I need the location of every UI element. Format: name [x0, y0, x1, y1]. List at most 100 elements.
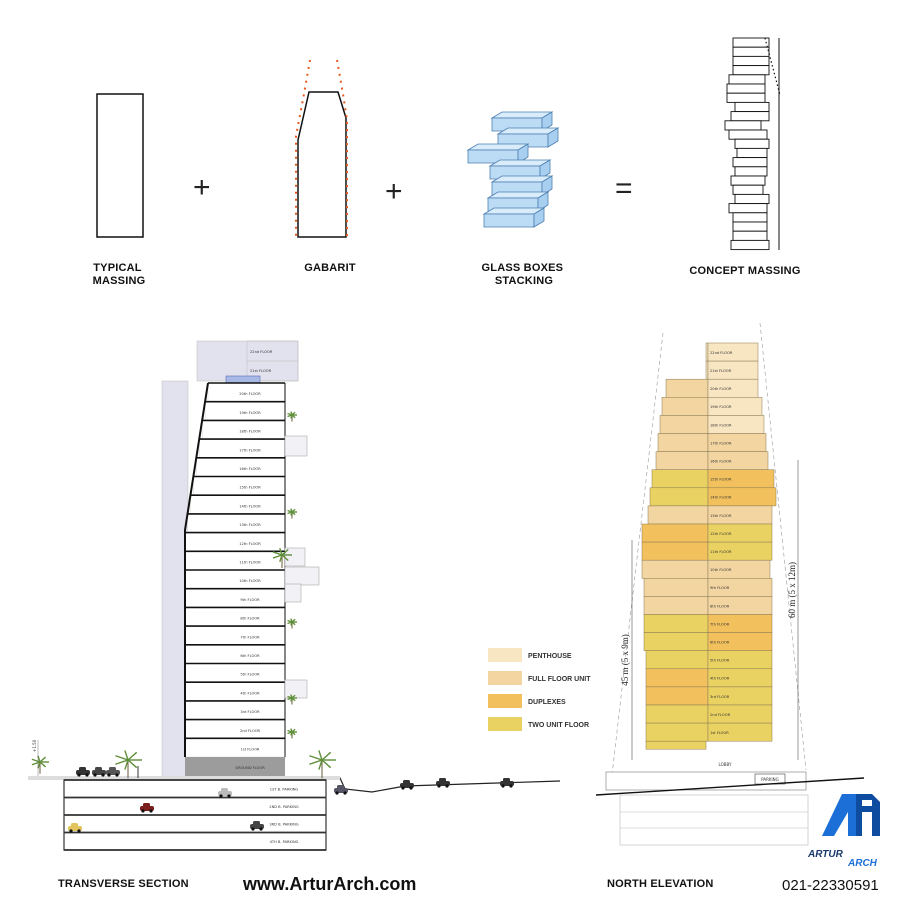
concept-massing-box [728, 203, 768, 214]
section-floor [184, 551, 286, 571]
elevation-floor-label: 6th FLOOR [710, 640, 730, 644]
section-floor-label: 5th FLOOR [240, 673, 260, 677]
elevation-floor-label: 4th FLOOR [710, 677, 730, 681]
elevation-floor-label: 17th FLOOR [710, 441, 732, 445]
section-floor [184, 719, 286, 739]
concept-massing-box [732, 157, 768, 168]
caption-typical-massing: TYPICAL MASSING [93, 262, 146, 287]
legend-label: PENTHOUSE [528, 653, 572, 660]
operator-plus-2: + [385, 175, 403, 208]
section-floor-label: 4th FLOOR [240, 691, 260, 695]
section-floor [184, 588, 286, 608]
concept-massing-box [728, 74, 766, 85]
section-upper-label-21: 21st FLOOR [250, 369, 272, 373]
legend-swatch [488, 694, 522, 708]
elevation-gabarit-right [759, 322, 807, 771]
car-icon [68, 823, 82, 833]
elevation-floor-label: 15th FLOOR [710, 478, 732, 482]
section-floor-label: 20th FLOOR [239, 392, 261, 396]
car-icon [250, 821, 264, 831]
caption-glass-boxes: GLASS BOXES STACKING [482, 262, 567, 287]
section-upper-label-22: 22nd FLOOR [250, 350, 273, 354]
concept-massing-box [732, 212, 768, 223]
elevation-unit-left [649, 487, 709, 507]
parking-level-label: 1ST B. PARKING [270, 788, 299, 792]
legend-swatch [488, 717, 522, 731]
section-glass-box [284, 566, 320, 586]
section-floor-label: 13th FLOOR [239, 523, 261, 527]
elevation-unit-left [643, 614, 709, 633]
section-trees [31, 411, 336, 779]
elevation-floor-label: 2nd FLOOR [710, 713, 731, 717]
tree-icon [272, 547, 292, 568]
elevation-unit-left [705, 342, 709, 362]
elevation-floor-label: 13th FLOOR [710, 514, 732, 518]
elevation-unit-left [643, 578, 709, 597]
section-level-mark: +1.50 [32, 739, 37, 752]
section-floor [184, 607, 286, 627]
legend-swatch [488, 648, 522, 662]
elevation-base-unit [645, 740, 707, 750]
car-icon [76, 767, 90, 777]
car-icon [140, 803, 154, 813]
section-floor-label: 6th FLOOR [240, 654, 260, 658]
section-ground-floor [185, 757, 285, 778]
elevation-parking-label: PARKING [761, 777, 779, 782]
elevation-unit-left [645, 650, 709, 670]
car-icon [500, 778, 514, 788]
tree-icon [287, 618, 297, 629]
tree-icon [287, 728, 297, 739]
elevation-unit-left [655, 451, 709, 470]
parking-level-label: 2ND B. PARKING [269, 805, 299, 809]
caption-north-elevation: NORTH ELEVATION [607, 878, 713, 890]
section-floor-label: 16th FLOOR [239, 467, 261, 471]
tree-icon [287, 411, 297, 422]
tree-icon [309, 750, 336, 779]
section-ground-label: GROUND FLOOR [235, 766, 265, 770]
website-url[interactable]: www.ArturArch.com [242, 874, 416, 894]
concept-massing-box [732, 184, 764, 195]
elevation-floor-label: 8th FLOOR [710, 604, 730, 608]
concept-massing-box [730, 111, 770, 122]
elevation-floor-label: 11th FLOOR [710, 550, 732, 554]
section-floor [184, 738, 286, 758]
car-icon [92, 767, 106, 777]
section-roof-pool [225, 375, 261, 384]
section-floor [184, 700, 286, 720]
concept-massing-box [728, 129, 768, 140]
section-floor [190, 495, 286, 515]
concept-massing-box [732, 37, 770, 48]
elevation-floor-label: 19th FLOOR [710, 405, 732, 409]
elevation-unit-left [661, 397, 709, 416]
elevation-unit-left [643, 596, 709, 615]
section-glass-box [284, 435, 308, 457]
artur-arch-logo: ARTUR ARCH [807, 794, 880, 869]
concept-massing-box [734, 193, 770, 205]
car-icon [436, 778, 450, 788]
elevation-floor-label: 21st FLOOR [710, 369, 732, 373]
elevation-floor-label: 12th FLOOR [710, 532, 732, 536]
section-floor-label: 10th FLOOR [239, 579, 261, 583]
section-glass-box [284, 679, 308, 699]
typical-massing-shape [96, 93, 144, 238]
concept-massing-box [734, 101, 770, 113]
parking-level-label: 3RD B. PARKING [269, 823, 298, 827]
elevation-floor-label: 14th FLOOR [710, 496, 732, 500]
elevation-floor-label: 7th FLOOR [710, 622, 730, 626]
elevation-unit-left [651, 469, 709, 489]
elevation-unit-left [705, 360, 709, 380]
concept-massing-box [732, 230, 768, 241]
section-floor-label: 11th FLOOR [239, 560, 261, 564]
phone-number[interactable]: 021-22330591 [782, 877, 879, 894]
concept-massing-box [726, 92, 766, 103]
section-glass-box [284, 547, 306, 567]
section-floor [184, 532, 286, 552]
elevation-ground-line [595, 777, 865, 796]
car-icon [334, 785, 348, 795]
elevation-floor-label: 1st FLOOR [710, 731, 729, 735]
elevation-floor-label: 9th FLOOR [710, 586, 730, 590]
elevation-unit-left [641, 523, 709, 543]
elevation-floor-label: 20th FLOOR [710, 387, 732, 391]
